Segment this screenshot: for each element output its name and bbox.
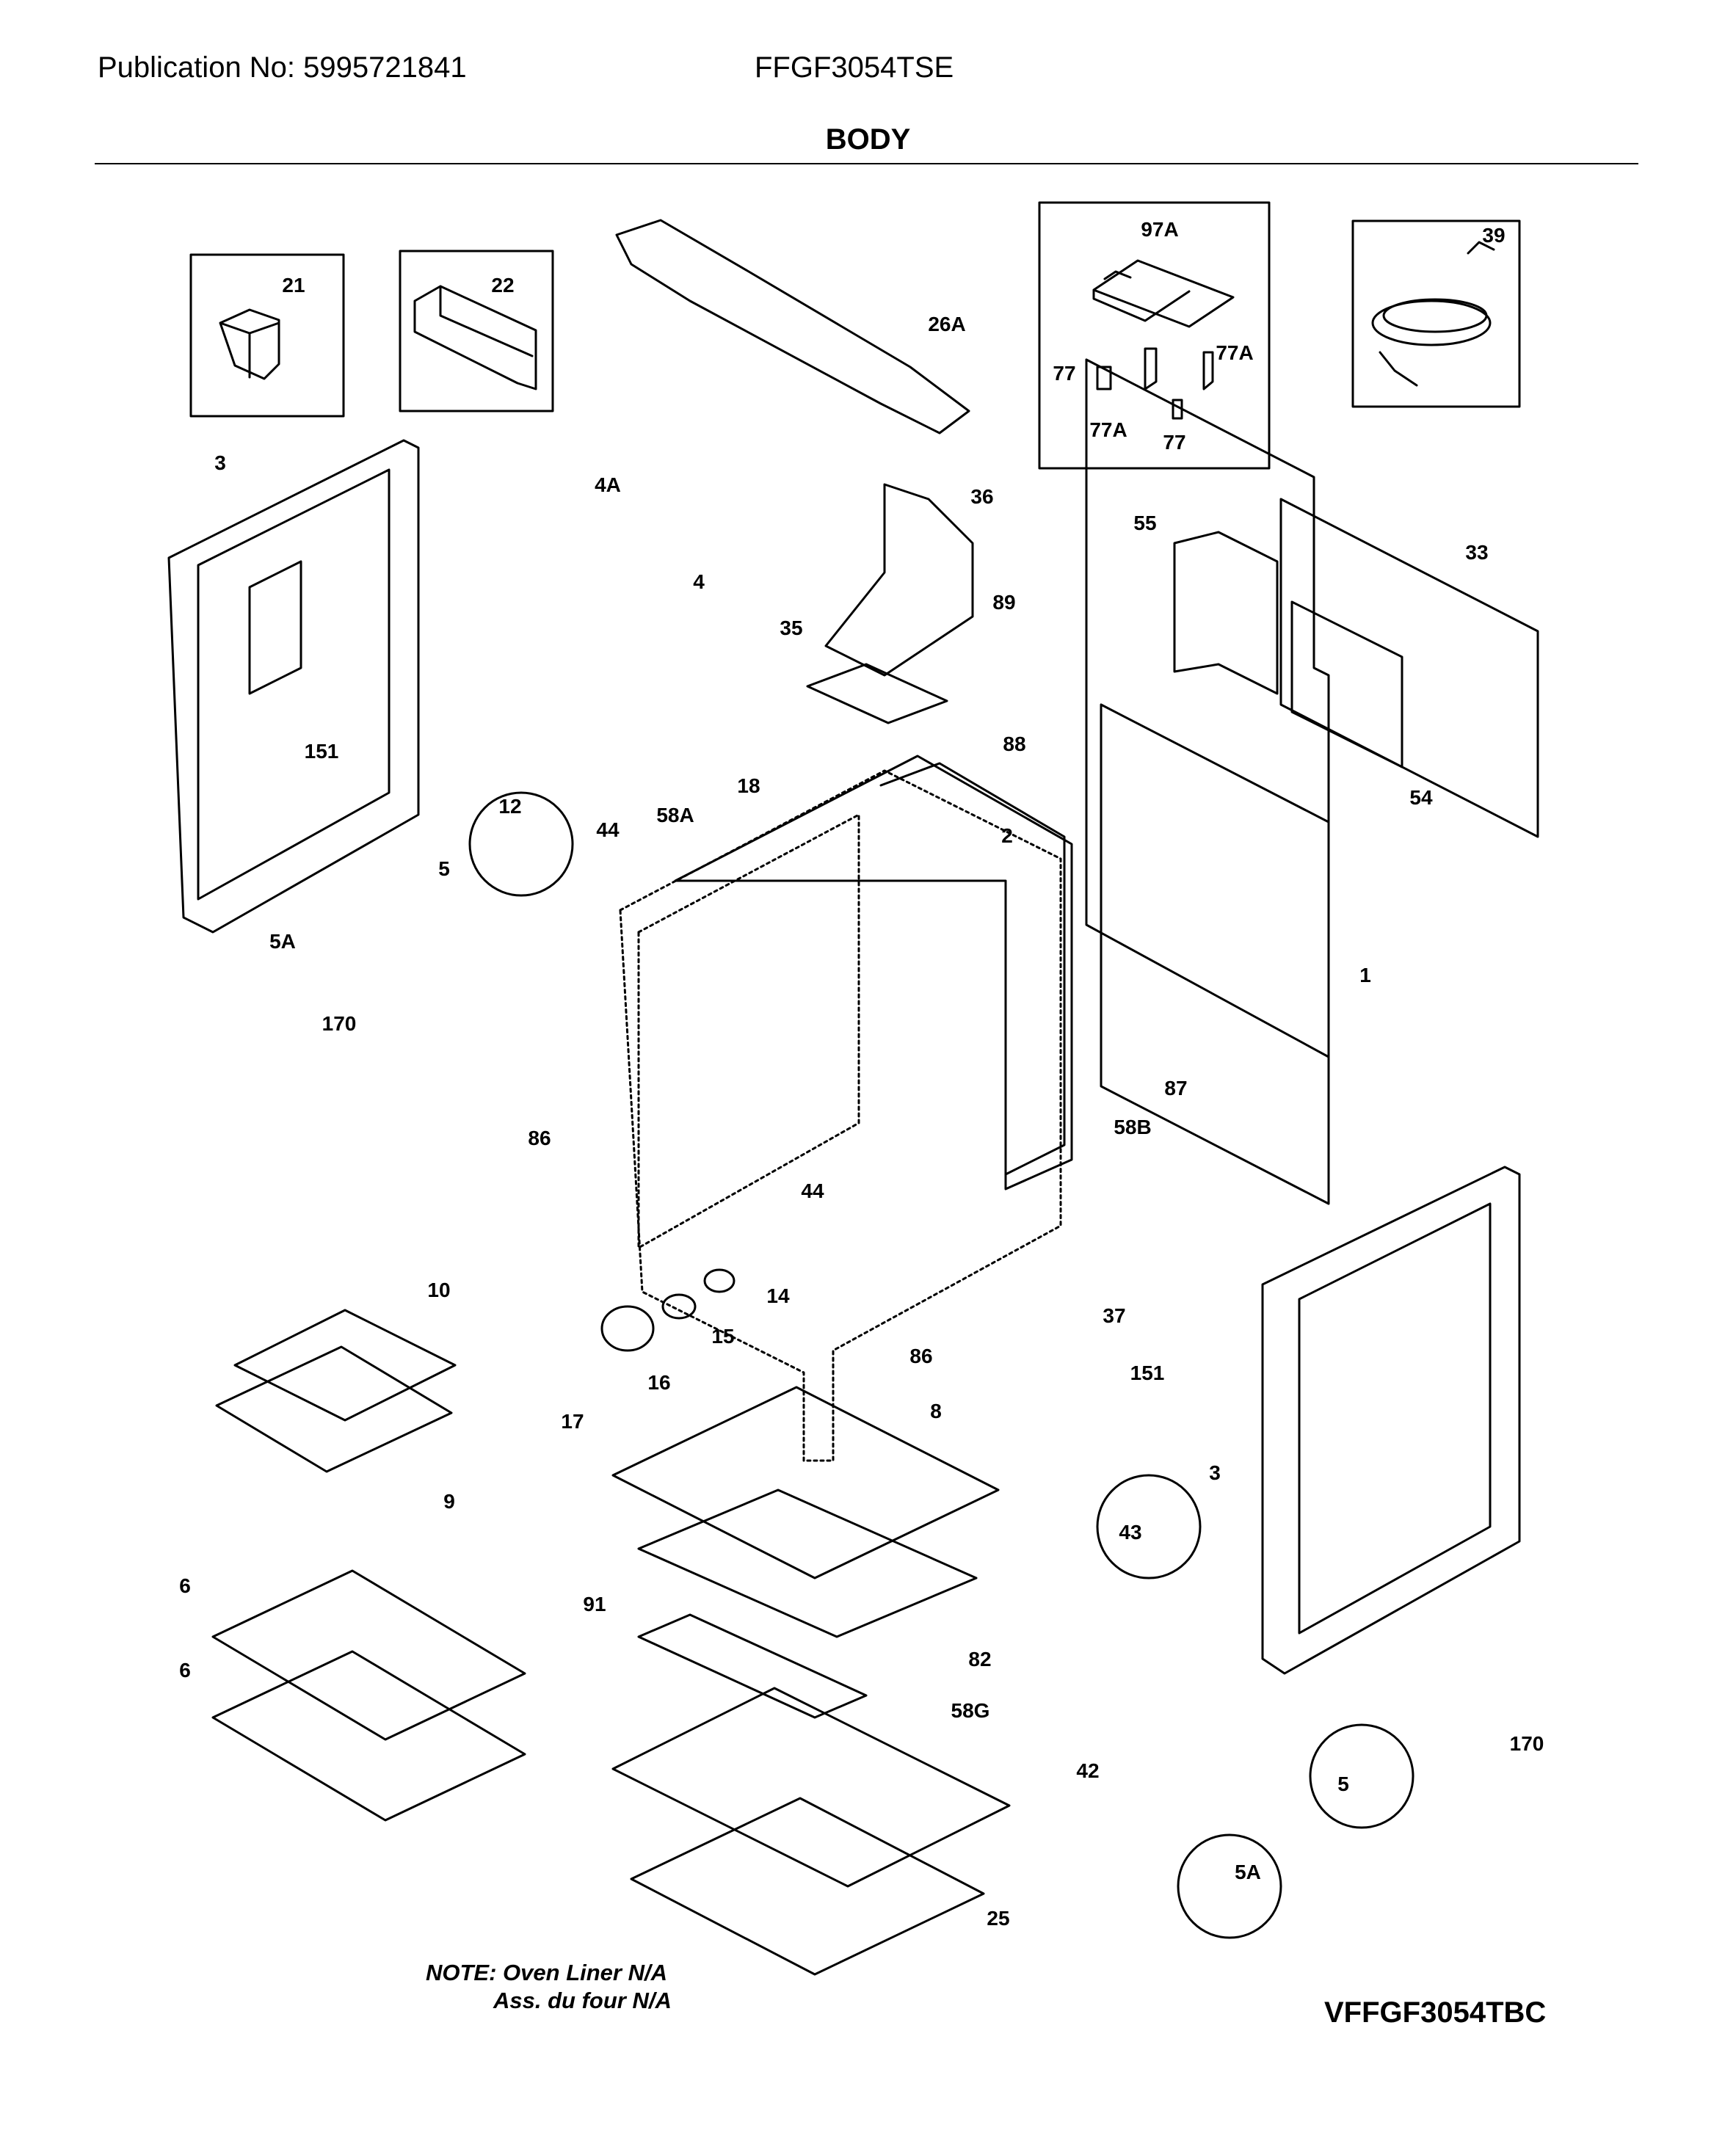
callout-25: 25 bbox=[987, 1907, 1009, 1930]
callout-77A-b: 77A bbox=[1089, 418, 1127, 441]
callout-86-right: 86 bbox=[909, 1345, 932, 1367]
part-91 bbox=[637, 1613, 868, 1719]
insulation bbox=[674, 755, 1073, 1190]
part-8 bbox=[611, 1386, 1000, 1580]
callout-89: 89 bbox=[992, 591, 1015, 614]
part-55 bbox=[1173, 531, 1279, 695]
callout-86-left: 86 bbox=[528, 1127, 551, 1149]
callout-21: 21 bbox=[282, 274, 305, 297]
part-33 bbox=[1279, 498, 1539, 838]
callout-42: 42 bbox=[1076, 1759, 1099, 1782]
callout-9: 9 bbox=[443, 1490, 455, 1513]
callout-5A-right: 5A bbox=[1235, 1861, 1261, 1883]
callout-3-right: 3 bbox=[1209, 1461, 1221, 1484]
part-82 bbox=[637, 1488, 978, 1638]
part-25 bbox=[630, 1797, 985, 1976]
callout-1: 1 bbox=[1359, 964, 1371, 986]
callout-87: 87 bbox=[1164, 1077, 1187, 1099]
callout-77A-a: 77A bbox=[1216, 341, 1253, 364]
broiler-pan bbox=[215, 1309, 457, 1473]
callout-12: 12 bbox=[498, 795, 521, 818]
callout-4: 4 bbox=[693, 570, 705, 593]
callout-58G: 58G bbox=[951, 1699, 990, 1722]
part-26A bbox=[615, 219, 970, 435]
callout-3-left: 3 bbox=[214, 451, 226, 474]
callout-17: 17 bbox=[561, 1410, 584, 1433]
part-3-right bbox=[1261, 1166, 1521, 1675]
callout-6-bottom: 6 bbox=[179, 1659, 191, 1682]
callout-2: 2 bbox=[1001, 824, 1013, 847]
part-35 bbox=[806, 663, 948, 724]
callout-170-right: 170 bbox=[1510, 1732, 1544, 1755]
callout-15: 15 bbox=[711, 1325, 734, 1348]
callout-43: 43 bbox=[1119, 1521, 1141, 1544]
callout-151-left: 151 bbox=[305, 740, 339, 763]
part-42 bbox=[611, 1687, 1011, 1888]
part-54 bbox=[1290, 600, 1403, 768]
publication-number: Publication No: 5995721841 bbox=[98, 51, 467, 84]
inset-part-39 bbox=[1351, 219, 1521, 408]
note-line-1: NOTE: Oven Liner N/A bbox=[426, 1960, 667, 1985]
callout-88: 88 bbox=[1003, 733, 1025, 755]
part-3-left bbox=[167, 439, 420, 934]
model-number: FFGF3054TSE bbox=[755, 51, 954, 84]
section-title: BODY bbox=[825, 123, 911, 156]
callout-44-top: 44 bbox=[596, 818, 620, 841]
diagram-code: VFFGF3054TBC bbox=[1324, 1996, 1547, 2029]
callout-91: 91 bbox=[583, 1593, 606, 1615]
callout-5-right: 5 bbox=[1337, 1773, 1349, 1795]
oven-racks bbox=[211, 1569, 526, 1822]
callout-10: 10 bbox=[427, 1279, 450, 1301]
callout-97A: 97A bbox=[1141, 218, 1178, 241]
detail-circle-5 bbox=[1309, 1723, 1414, 1829]
callout-26A: 26A bbox=[928, 313, 965, 335]
callout-8: 8 bbox=[930, 1400, 942, 1422]
callout-77-b: 77 bbox=[1163, 431, 1185, 454]
inset-parts-97A-77 bbox=[1038, 201, 1271, 470]
callout-5A-left: 5A bbox=[269, 930, 296, 953]
part-36 bbox=[824, 483, 974, 677]
lamp-assembly bbox=[600, 1268, 736, 1352]
callout-5-left: 5 bbox=[438, 857, 450, 880]
callout-4A: 4A bbox=[595, 473, 621, 496]
callout-44-bottom: 44 bbox=[801, 1179, 824, 1202]
detail-circle-43 bbox=[1096, 1474, 1202, 1580]
callout-37: 37 bbox=[1103, 1304, 1125, 1327]
callout-39: 39 bbox=[1482, 224, 1505, 247]
note-line-2: Ass. du four N/A bbox=[493, 1988, 672, 2013]
inset-part-22 bbox=[399, 250, 554, 412]
detail-circle-12 bbox=[468, 791, 574, 897]
header-rule bbox=[95, 163, 1638, 164]
callout-22: 22 bbox=[491, 274, 514, 297]
callout-33: 33 bbox=[1465, 541, 1488, 564]
rear-panel-1 bbox=[1085, 358, 1330, 1205]
callout-6-top: 6 bbox=[179, 1574, 191, 1597]
callout-18: 18 bbox=[737, 774, 760, 797]
callout-151-right: 151 bbox=[1130, 1362, 1165, 1384]
callout-54: 54 bbox=[1409, 786, 1433, 809]
callout-58B: 58B bbox=[1114, 1116, 1151, 1138]
callout-58A: 58A bbox=[656, 804, 694, 826]
inset-part-21 bbox=[189, 253, 345, 418]
callout-77-a: 77 bbox=[1053, 362, 1075, 385]
callout-36: 36 bbox=[970, 485, 993, 508]
callout-55: 55 bbox=[1133, 512, 1156, 534]
detail-circle-5A bbox=[1177, 1833, 1282, 1939]
callout-16: 16 bbox=[647, 1371, 670, 1394]
callout-170-left: 170 bbox=[322, 1012, 357, 1035]
callout-35: 35 bbox=[780, 617, 802, 639]
callout-14: 14 bbox=[766, 1284, 790, 1307]
callout-82: 82 bbox=[968, 1648, 991, 1671]
